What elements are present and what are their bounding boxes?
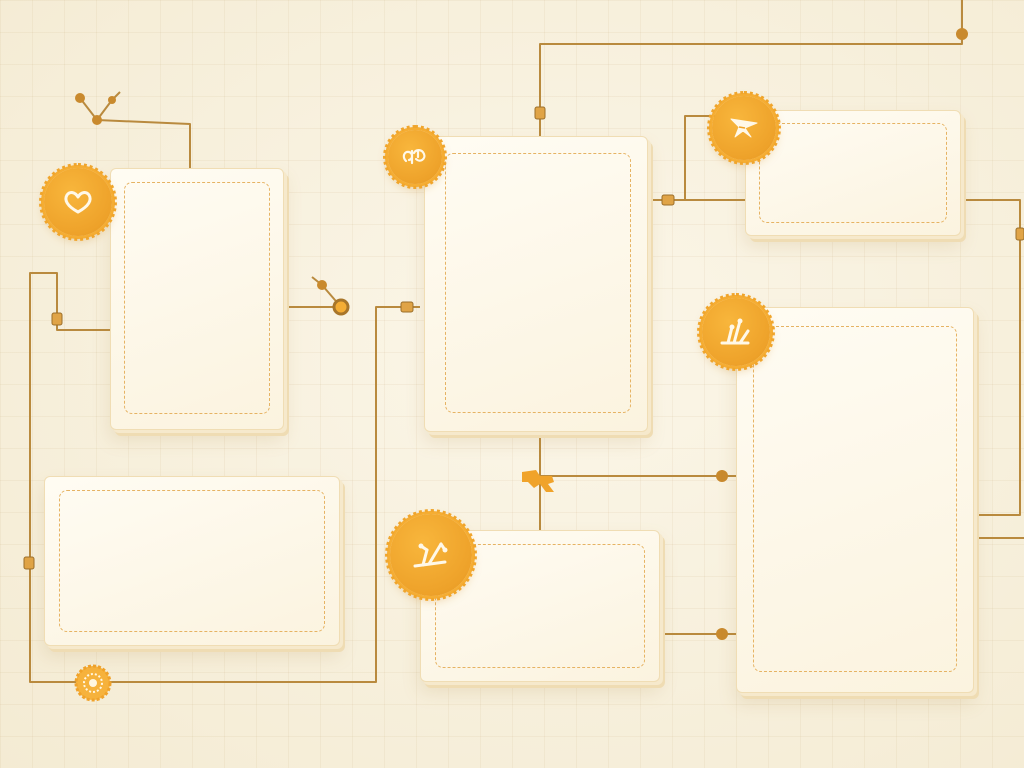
card-dashed-area	[445, 153, 631, 413]
wire-node	[108, 96, 116, 104]
wire-node	[956, 28, 968, 40]
arrow-icon	[730, 118, 758, 138]
card-dashed-area	[435, 544, 645, 668]
wire-card1-right-branch	[311, 276, 342, 308]
branch-icon	[720, 318, 750, 345]
sprout-badge[interactable]	[385, 509, 477, 601]
wire-node	[92, 115, 102, 125]
card-top-left[interactable]	[110, 168, 284, 430]
card-top-right[interactable]	[745, 110, 961, 236]
heart-icon	[64, 191, 92, 214]
connector-clip	[661, 194, 675, 206]
card-right-tall[interactable]	[736, 307, 974, 693]
sprout-icon	[413, 542, 448, 568]
wire-node	[716, 470, 728, 482]
wire-ring-node	[332, 298, 350, 316]
wire-top-left-antenna	[96, 119, 191, 168]
wire-antenna-branch	[79, 91, 121, 121]
card-dashed-area	[753, 326, 957, 672]
link-badge[interactable]	[383, 125, 447, 189]
wire-node	[317, 280, 327, 290]
card-bottom-left[interactable]	[44, 476, 340, 646]
gear-node-icon	[74, 664, 112, 702]
card-dashed-area	[759, 123, 947, 223]
link-icon	[402, 149, 426, 165]
heart-badge[interactable]	[39, 163, 117, 241]
card-dashed-area	[59, 490, 325, 632]
branch-badge[interactable]	[697, 293, 775, 371]
connector-clip	[534, 106, 546, 120]
connector-clip	[51, 312, 63, 326]
connector-clip	[1015, 227, 1024, 241]
card-dashed-area	[124, 182, 270, 414]
pointer-icon	[522, 470, 554, 492]
wire-node	[75, 93, 85, 103]
wire-node	[716, 628, 728, 640]
card-center-top[interactable]	[424, 136, 648, 432]
arrow-badge[interactable]	[707, 91, 781, 165]
connector-clip	[400, 301, 414, 313]
connector-clip	[23, 556, 35, 570]
